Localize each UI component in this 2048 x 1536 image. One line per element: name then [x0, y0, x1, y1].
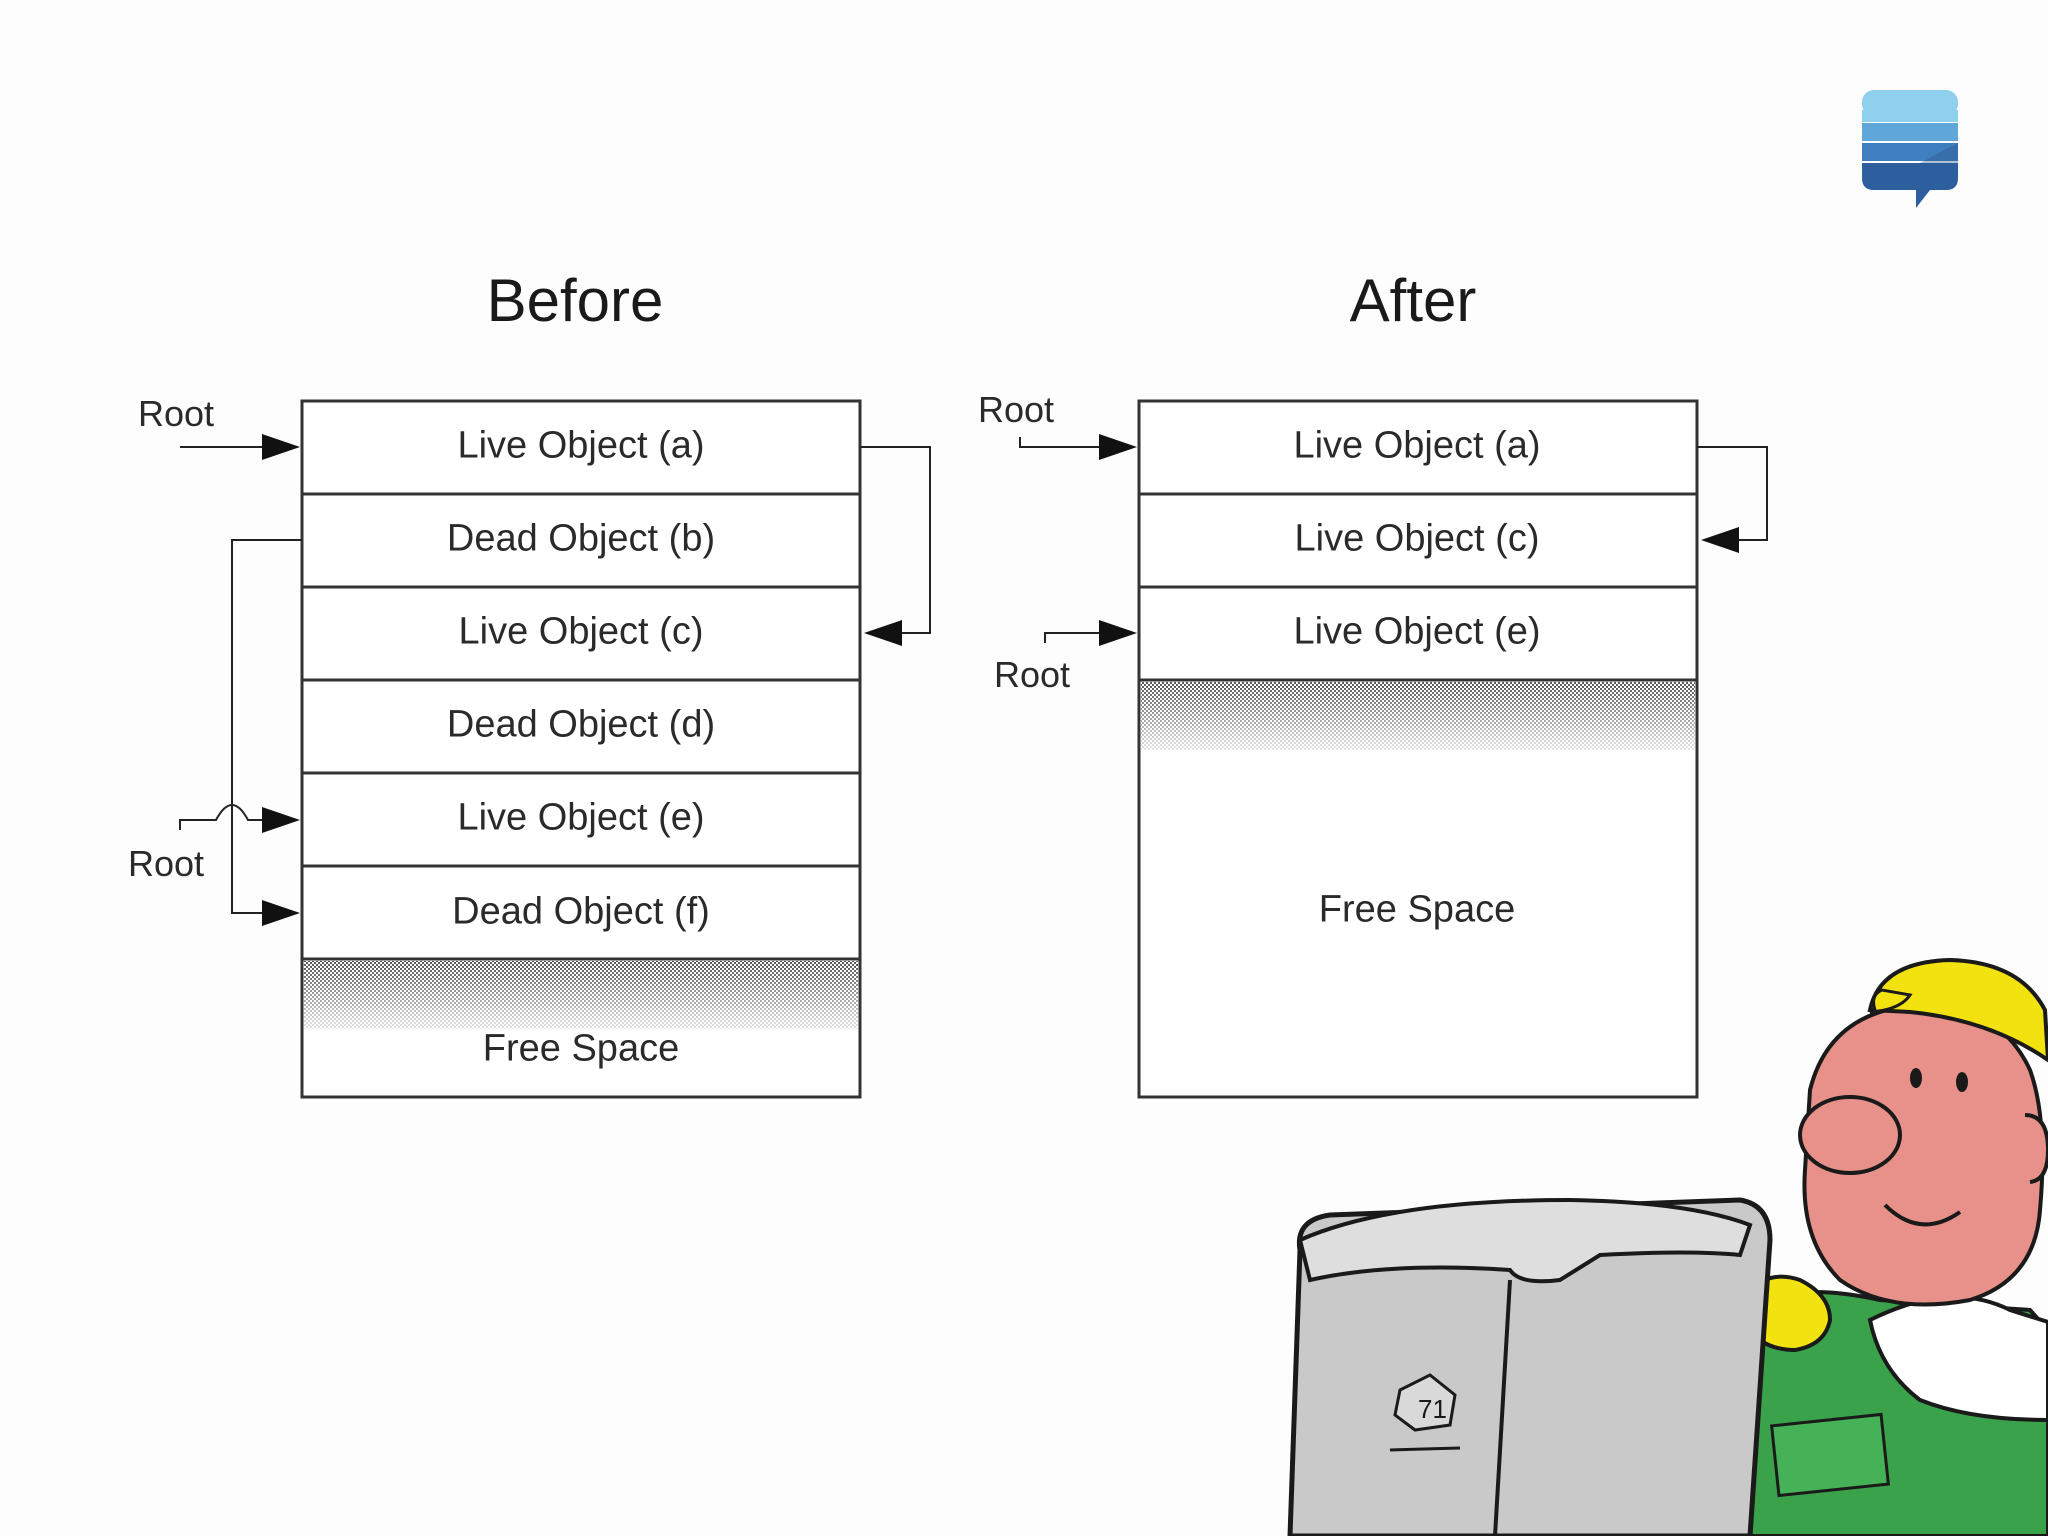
before-block-d: Dead Object (d) — [446, 703, 716, 746]
before-block-a: Live Object (a) — [457, 424, 705, 467]
before-block-f: Dead Object (f) — [452, 890, 710, 933]
after-pointers — [1019, 437, 1768, 643]
before-free-space: Free Space — [482, 1027, 680, 1070]
before-arrowheads — [262, 434, 902, 926]
after-arrowheads — [1099, 434, 1739, 646]
svg-text:71: 71 — [1418, 1394, 1447, 1424]
garbage-collector-worker-illustration: 71 — [1287, 957, 2048, 1536]
before-root-label-bottom: Root — [128, 843, 205, 884]
after-block-e: Live Object (e) — [1293, 610, 1541, 653]
stack-logo-icon — [1862, 90, 1958, 208]
after-root-label-bottom: Root — [994, 654, 1071, 695]
before-root-label-top: Root — [138, 393, 215, 434]
after-free-space: Free Space — [1318, 888, 1516, 931]
after-root-label-top: Root — [978, 389, 1055, 430]
before-block-c: Live Object (c) — [458, 610, 704, 653]
after-title: After — [1349, 267, 1477, 334]
before-pointers — [179, 446, 931, 914]
after-heap — [1137, 399, 1699, 1099]
before-heap — [300, 399, 862, 1099]
before-title: Before — [486, 267, 664, 334]
after-block-c: Live Object (c) — [1294, 517, 1540, 560]
before-block-e: Live Object (e) — [457, 796, 705, 839]
after-block-a: Live Object (a) — [1293, 424, 1541, 467]
before-block-b: Dead Object (b) — [446, 517, 716, 560]
